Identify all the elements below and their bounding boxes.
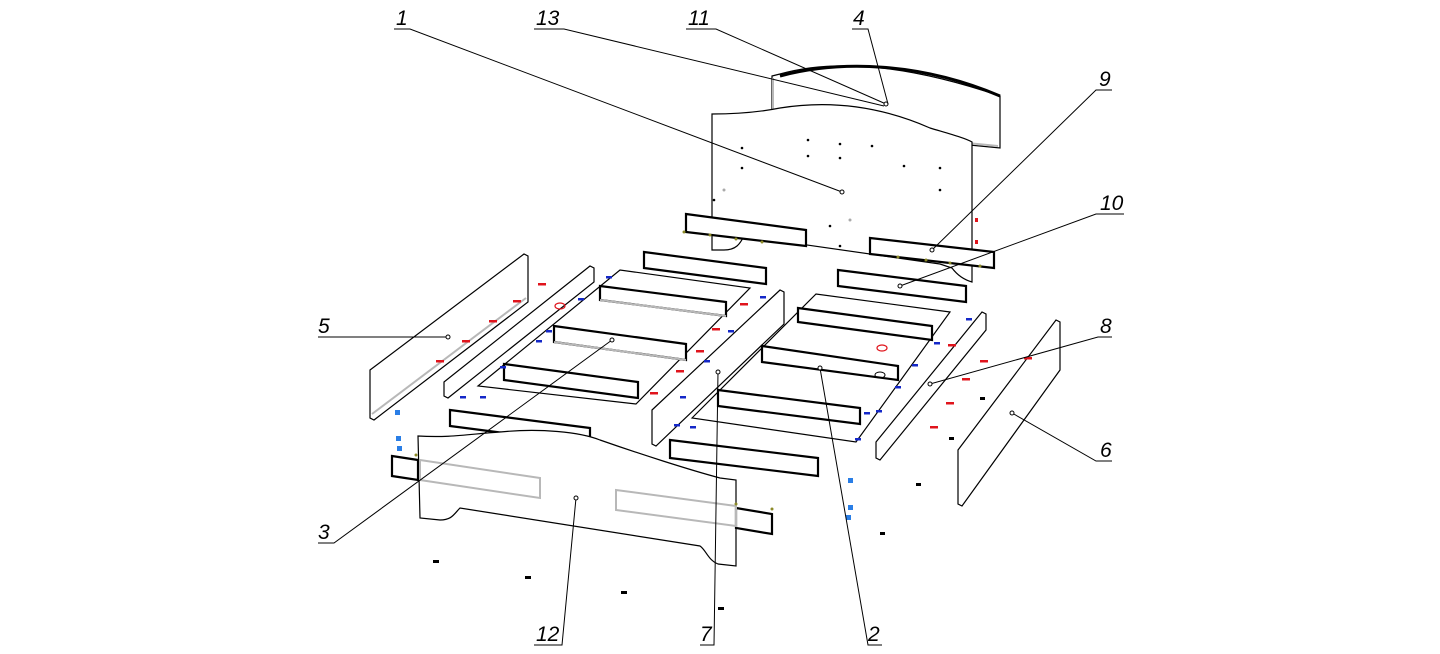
callout-4: 4 (853, 7, 865, 30)
callout-10: 10 (1100, 192, 1124, 215)
center-beam (448, 289, 820, 478)
callout-6: 6 (1100, 439, 1112, 462)
callout-11: 11 (688, 7, 710, 30)
callout-9: 9 (1099, 68, 1111, 91)
callout-13: 13 (536, 7, 560, 30)
headboard-left-rail (682, 212, 808, 248)
leader-lines (318, 28, 1124, 646)
callout-7: 7 (700, 623, 713, 646)
right-side-rail (957, 319, 1061, 507)
fasteners (395, 276, 1032, 610)
callout-12: 12 (536, 623, 560, 646)
callout-1: 1 (396, 7, 408, 30)
callout-labels: 1 13 11 4 9 10 5 8 6 3 12 7 2 (318, 7, 1124, 646)
headboard-cross-rail (868, 236, 996, 270)
left-inner-bar (443, 265, 595, 399)
left-slat-frame (476, 269, 752, 405)
headboard-holes (712, 138, 942, 248)
callout-3: 3 (318, 521, 330, 544)
callout-5: 5 (318, 315, 330, 338)
upper-left-rail (642, 250, 768, 286)
callout-8: 8 (1100, 315, 1112, 338)
callout-2: 2 (867, 623, 880, 646)
